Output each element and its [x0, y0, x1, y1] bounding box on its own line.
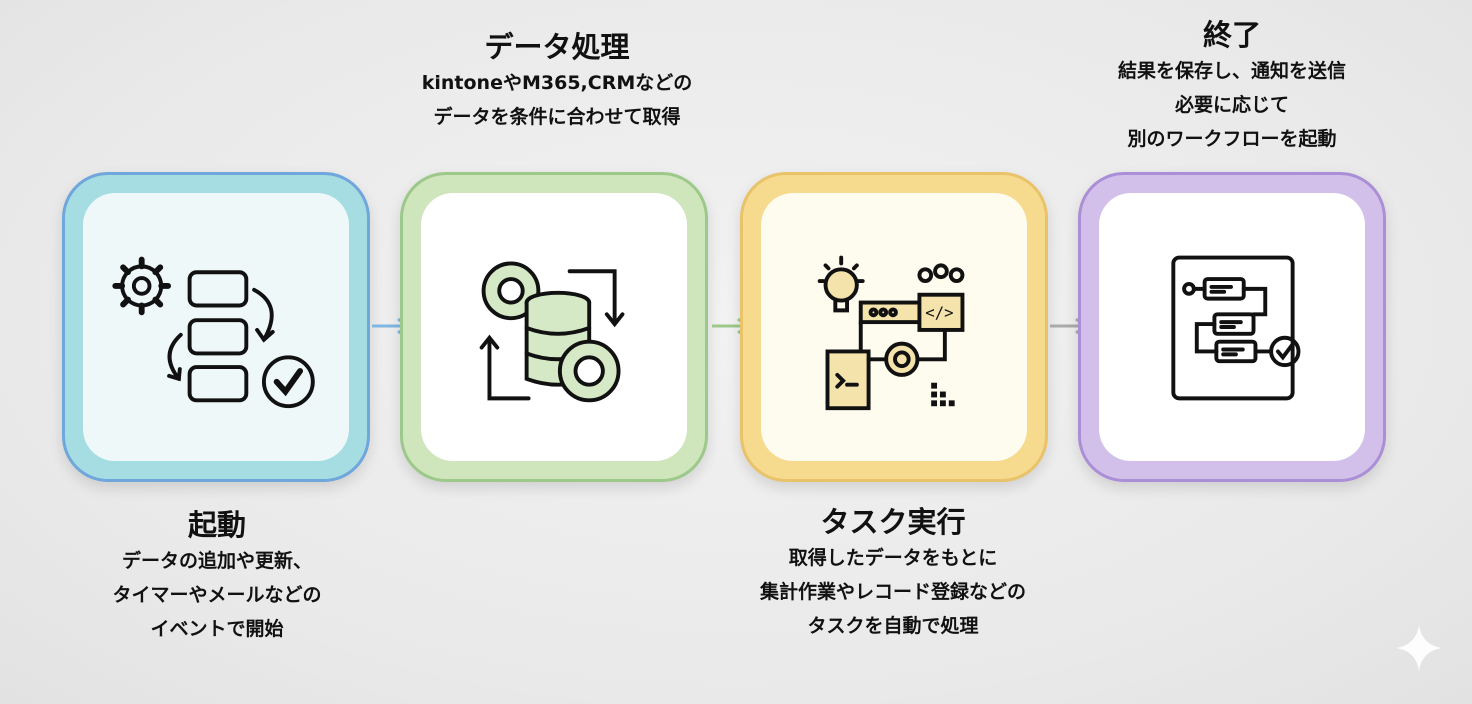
step-title: タスク実行	[820, 505, 966, 539]
step-desc-line: 集計作業やレコード登録などの	[759, 581, 1026, 603]
database-gears-icon	[479, 261, 625, 403]
step-desc-line: 別のワークフローを起動	[1127, 128, 1337, 150]
step-desc-line: イベントで開始	[150, 618, 284, 640]
step-desc-line: タイマーやメールなどの	[112, 584, 322, 606]
automation-code-icon: </>	[817, 255, 965, 411]
svg-text:</>: </>	[925, 303, 953, 322]
step-desc-line: 必要に応じて	[1174, 94, 1289, 116]
step-card-end	[1078, 172, 1386, 482]
sparkle-icon	[1396, 625, 1442, 671]
step-desc-line: 結果を保存し、通知を送信	[1117, 60, 1346, 82]
step-desc-line: データを条件に合わせて取得	[433, 106, 681, 128]
step-desc-line: タスクを自動で処理	[807, 615, 979, 637]
step-card-data-processing	[400, 172, 708, 482]
step-label-task-execution: タスク実行 取得したデータをもとに 集計作業やレコード登録などの タスクを自動で…	[693, 503, 1093, 643]
flowchart-check-icon	[1171, 255, 1301, 401]
step-title: 終了	[1202, 18, 1261, 52]
step-label-start: 起動 データの追加や更新、 タイマーやメールなどの イベントで開始	[17, 506, 417, 646]
step-desc-line: kintoneやM365,CRMなどの	[421, 72, 693, 94]
step-label-end: 終了 結果を保存し、通知を送信 必要に応じて 別のワークフローを起動	[1032, 16, 1432, 156]
step-card-task-execution: </>	[740, 172, 1048, 482]
step-card-start	[62, 172, 370, 482]
step-label-data-processing: データ処理 kintoneやM365,CRMなどの データを条件に合わせて取得	[357, 28, 757, 134]
step-title: データ処理	[484, 30, 630, 64]
step-desc-line: データの追加や更新、	[121, 550, 312, 572]
workflow-gear-check-icon	[112, 256, 315, 409]
step-desc-line: 取得したデータをもとに	[788, 547, 998, 569]
step-title: 起動	[187, 508, 246, 542]
